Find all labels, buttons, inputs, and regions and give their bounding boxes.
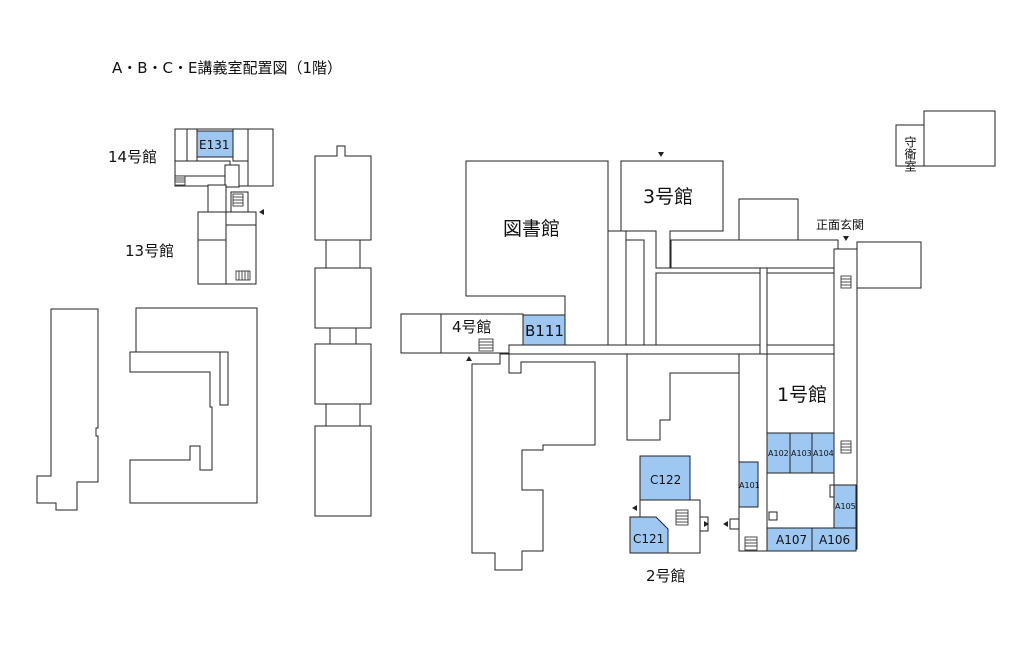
main-entrance-label: 正面玄関: [816, 217, 864, 232]
building-13-label: 13号館: [125, 242, 174, 260]
stairs-icon: [478, 338, 494, 352]
room-a101[interactable]: [738, 461, 759, 508]
room-e131[interactable]: [196, 130, 234, 158]
entrance-arrow-icon: [259, 209, 264, 215]
stairs-icon: [840, 440, 852, 454]
entrance-arrow-icon: [843, 236, 849, 241]
entrance-arrow-icon: [704, 521, 709, 527]
room-a103-label: A103: [791, 449, 812, 458]
room-a101-label: A101: [739, 481, 760, 490]
entrance-arrow-icon: [658, 152, 664, 157]
map-title: A・B・C・E講義室配置図（1階）: [112, 59, 342, 77]
room-a102-label: A102: [768, 449, 789, 458]
room-c122[interactable]: [639, 455, 691, 501]
entrance-arrow-icon: [723, 521, 728, 527]
stairs-icon: [744, 536, 758, 551]
stairs-icon: [235, 270, 251, 281]
room-b111[interactable]: [522, 314, 566, 346]
entrance-arrow-icon: [466, 356, 472, 361]
corridor-network: [400, 198, 922, 550]
building-1-label: 1号館: [777, 384, 827, 406]
guard-room-label: 守衛室: [903, 136, 917, 172]
room-e131-label: E131: [199, 138, 230, 152]
library-label: 図書館: [503, 218, 560, 240]
building-lower-main: [471, 353, 596, 571]
room-a106[interactable]: [811, 527, 857, 552]
building-13: [197, 184, 257, 285]
building-lower-mid: [626, 353, 740, 441]
building-14-label: 14号館: [108, 148, 157, 166]
room-c121[interactable]: [629, 516, 669, 554]
building-3-label: 3号館: [643, 186, 693, 208]
room-a107-label: A107: [776, 533, 807, 547]
stairs-icon: [840, 275, 852, 289]
entrance-arrow-icon: [632, 505, 637, 511]
room-b111-label: B111: [525, 322, 564, 340]
building-3: [620, 160, 724, 269]
building-middle-chain: [314, 145, 372, 517]
stairs-icon: [174, 175, 186, 186]
room-a106-label: A106: [819, 533, 850, 547]
guard-room: [895, 110, 996, 167]
stairs-icon: [675, 509, 689, 526]
room-a104[interactable]: [811, 432, 835, 474]
building-2-label: 2号館: [646, 567, 686, 585]
room-c122-label: C122: [650, 473, 681, 487]
building-u-shape: [129, 307, 258, 504]
room-c121-label: C121: [633, 532, 664, 546]
room-a105-label: A105: [835, 502, 856, 511]
room-a104-label: A104: [813, 449, 834, 458]
building-far-left: [36, 308, 99, 511]
building-4-label: 4号館: [452, 318, 492, 336]
stairs-icon: [232, 193, 244, 207]
